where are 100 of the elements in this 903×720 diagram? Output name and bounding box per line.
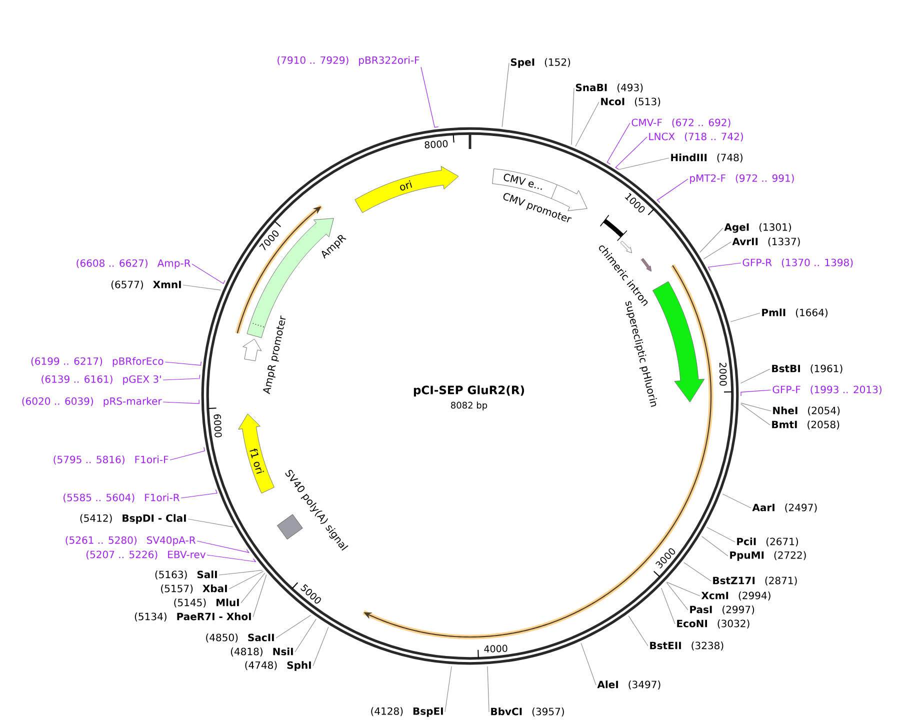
leader-line [628, 616, 648, 646]
leader-line [666, 582, 700, 596]
tick-label: 8000 [424, 140, 448, 148]
enzyme-site-label: BbvCI (3957) [491, 708, 564, 716]
leader-line [575, 102, 600, 147]
leader-line [164, 361, 202, 366]
primer-site-label: (5207 .. 5226) EBV-rev [86, 550, 206, 560]
sequence-length: 8082 bp [451, 402, 488, 410]
leader-line [218, 570, 263, 576]
leader-line [702, 536, 728, 556]
leader-line [228, 570, 264, 590]
leader-line [722, 494, 752, 508]
plasmid-name: pCI-SEP GluR2(R) [414, 385, 524, 397]
leader-line [580, 642, 596, 686]
enzyme-site-label: AvrII (1337) [732, 238, 800, 246]
leader-line [252, 574, 267, 618]
leader-line [420, 66, 439, 128]
leader-line [276, 614, 312, 638]
leader-line [240, 572, 266, 604]
primer-site-label: (7910 .. 7929) pBR322ori-F [278, 56, 420, 66]
leader-line [196, 540, 250, 554]
primer-site-label: (5795 .. 5816) F1ori-F [54, 456, 168, 464]
primer-site-label: (6199 .. 6217) pBRforEco [31, 357, 164, 367]
enzyme-site-label: BstEII (3238) [650, 642, 724, 650]
enzyme-site-label: AarI (2497) [752, 504, 817, 512]
intron-bar [600, 214, 628, 242]
leader-line [708, 262, 742, 271]
enzyme-site-label: (5412) BspDI - ClaI [80, 514, 186, 524]
enzyme-site-label: EcoNI (3032) [677, 620, 750, 628]
leader-line [571, 88, 574, 146]
enzyme-site-label: (6577) XmnI [111, 280, 181, 290]
primer-site-label: (5261 .. 5280) SV40pA-R [66, 536, 196, 546]
enzyme-site-label: (4128) BspEI [371, 707, 443, 717]
enzyme-site-label: (4748) SphI [245, 661, 311, 671]
enzyme-site-label: BstBI (1961) [772, 364, 842, 374]
enzyme-site-label: (5134) PaeR7I - XhoI [134, 612, 251, 622]
leader-line [170, 446, 205, 460]
feature-block: ori [354, 166, 459, 213]
tick-label: 2000 [719, 362, 727, 386]
leader-line [162, 399, 200, 404]
leader-line [294, 618, 316, 652]
leader-line [730, 312, 760, 322]
primer-site-label: GFP-F (1993 .. 2013) [772, 386, 882, 394]
enzyme-site-label: PciI (2671) [737, 538, 798, 546]
primer-site-label: LNCX (718 .. 742) [649, 132, 743, 142]
feature-block: f1 ori [238, 414, 274, 494]
enzyme-site-label: (4818) NsiI [230, 648, 293, 656]
enzyme-site-label: PpuMI (2722) [730, 551, 806, 561]
tick-label: 6000 [214, 414, 222, 438]
feature-block [640, 258, 652, 272]
primer-site-label: pMT2-F (972 .. 991) [690, 174, 794, 184]
enzyme-site-label: PasI (2997) [690, 606, 754, 614]
enzyme-site-label: (5145) MluI [174, 598, 239, 608]
leader-line [618, 158, 670, 170]
leader-line [188, 518, 234, 528]
leader-line [182, 284, 221, 290]
leader-line [700, 228, 724, 253]
leader-line [444, 666, 452, 712]
enzyme-site-label: SpeI (152) [510, 58, 570, 68]
leader-line [703, 242, 732, 260]
feature-label: AmpR promoter [263, 316, 286, 394]
enzyme-site-label: NcoI (513) [601, 98, 660, 106]
primer-site-label: (6139 .. 6161) pGEX 3' [42, 375, 161, 385]
leader-line [740, 390, 772, 396]
enzyme-site-label: BstZ17I (2871) [713, 576, 797, 586]
enzyme-site-label: HindIII (748) [671, 154, 742, 162]
enzyme-site-label: AleI (3497) [597, 680, 660, 690]
leader-line [615, 136, 648, 170]
leader-line [502, 62, 510, 128]
tick-label: 4000 [484, 644, 508, 652]
enzyme-site-label: NheI (2054) [773, 406, 840, 416]
leader-line [661, 588, 676, 624]
leader-line [162, 374, 200, 380]
leader-line [606, 122, 630, 164]
enzyme-site-label: SnaBI (493) [576, 84, 643, 92]
primer-site-label: GFP-R (1370 .. 1398) [742, 258, 853, 268]
enzyme-site-label: (5163) SalI [155, 570, 217, 580]
leader-line [206, 554, 256, 562]
feature-block [242, 338, 262, 362]
primer-site-label: (5585 .. 5604) F1ori-R [64, 494, 180, 502]
leader-line [180, 489, 218, 498]
leader-line [192, 264, 226, 284]
primer-site-label: CMV-F (672 .. 692) [632, 118, 730, 128]
enzyme-site-label: BmtI (2058) [772, 420, 840, 430]
leader-line [684, 562, 712, 582]
enzyme-site-label: (5157) XbaI [161, 584, 227, 594]
enzyme-site-label: XcmI (2994) [701, 592, 770, 600]
enzyme-site-label: AgeI (1301) [724, 223, 791, 233]
leader-line [312, 626, 329, 666]
enzyme-site-label: PmlI (1664) [762, 308, 828, 318]
leader-line [666, 582, 688, 610]
leader-line [740, 402, 772, 412]
leader-line [487, 666, 490, 712]
enzyme-site-label: (4850) SacII [206, 634, 274, 642]
primer-site-label: (6020 .. 6039) pRS-marker [22, 397, 162, 407]
leader-line [740, 404, 770, 426]
leader-line [740, 368, 770, 384]
leader-line [706, 527, 736, 542]
leader-line [656, 178, 688, 204]
primer-site-label: (6608 .. 6627) Amp-R [76, 259, 191, 269]
